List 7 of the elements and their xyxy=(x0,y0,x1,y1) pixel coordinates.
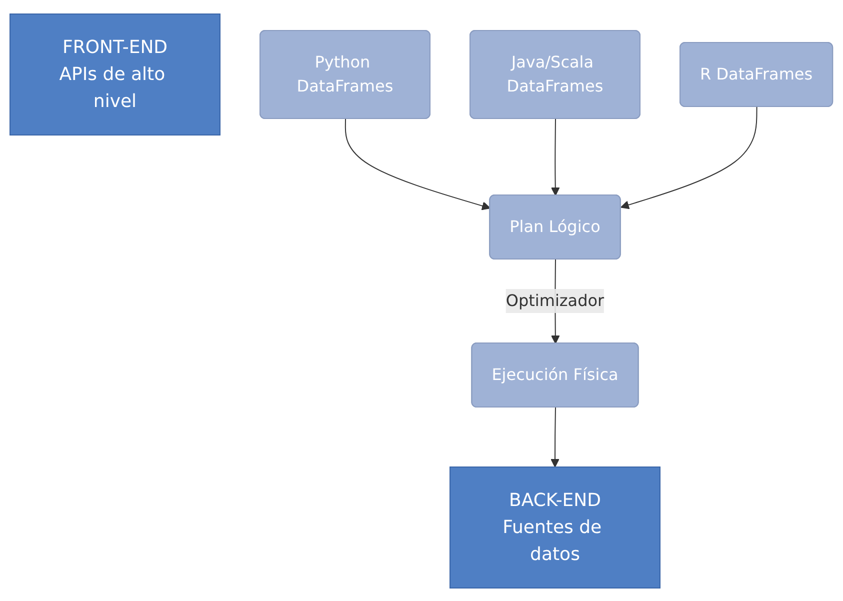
arrow xyxy=(550,406,560,467)
arrow xyxy=(551,118,560,196)
node-box: BACK-END Fuentes de datos xyxy=(450,466,661,588)
node-box: FRONT-END APIs de alto nivel xyxy=(10,13,221,135)
edge-label: Optimizador xyxy=(506,290,604,310)
arrow xyxy=(620,106,758,209)
arrow xyxy=(345,118,491,210)
